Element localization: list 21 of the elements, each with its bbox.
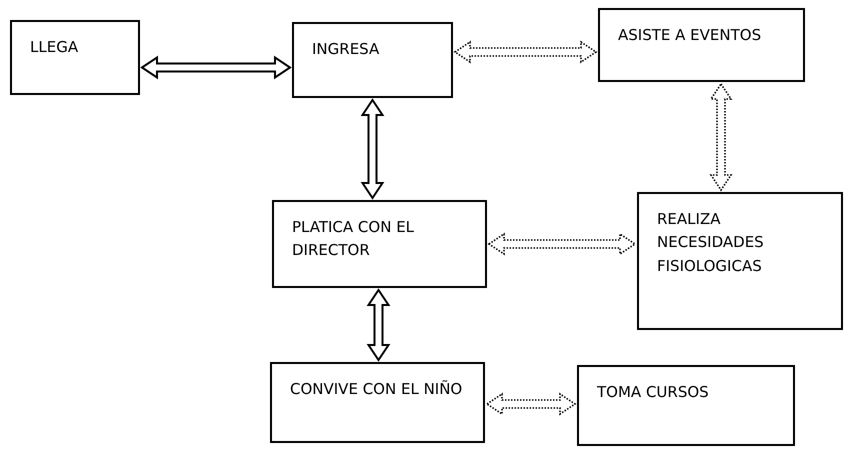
- box-label: PLATICA CON EL DIRECTOR: [292, 217, 416, 262]
- process-box: [637, 192, 843, 330]
- process-box: [272, 200, 487, 288]
- box-label: ASISTE A EVENTOS: [618, 25, 762, 46]
- double-arrow: [454, 40, 598, 64]
- box-label: CONVIVE CON EL NIÑO: [290, 379, 462, 400]
- process-box: [577, 365, 795, 446]
- process-box: [598, 8, 805, 82]
- double-arrow: [140, 56, 292, 80]
- double-arrow: [710, 82, 732, 192]
- double-arrow: [488, 232, 636, 256]
- box-label: TOMA CURSOS: [597, 382, 709, 403]
- double-arrow: [486, 392, 576, 416]
- box-label: INGRESA: [312, 39, 380, 60]
- box-label: LLEGA: [30, 37, 78, 58]
- double-arrow: [360, 98, 384, 200]
- box-label: REALIZA NECESIDADES FISIOLOGICAS: [657, 209, 765, 276]
- process-box: [270, 362, 485, 443]
- process-box: [292, 22, 453, 98]
- process-box: [10, 20, 140, 95]
- double-arrow: [366, 288, 390, 362]
